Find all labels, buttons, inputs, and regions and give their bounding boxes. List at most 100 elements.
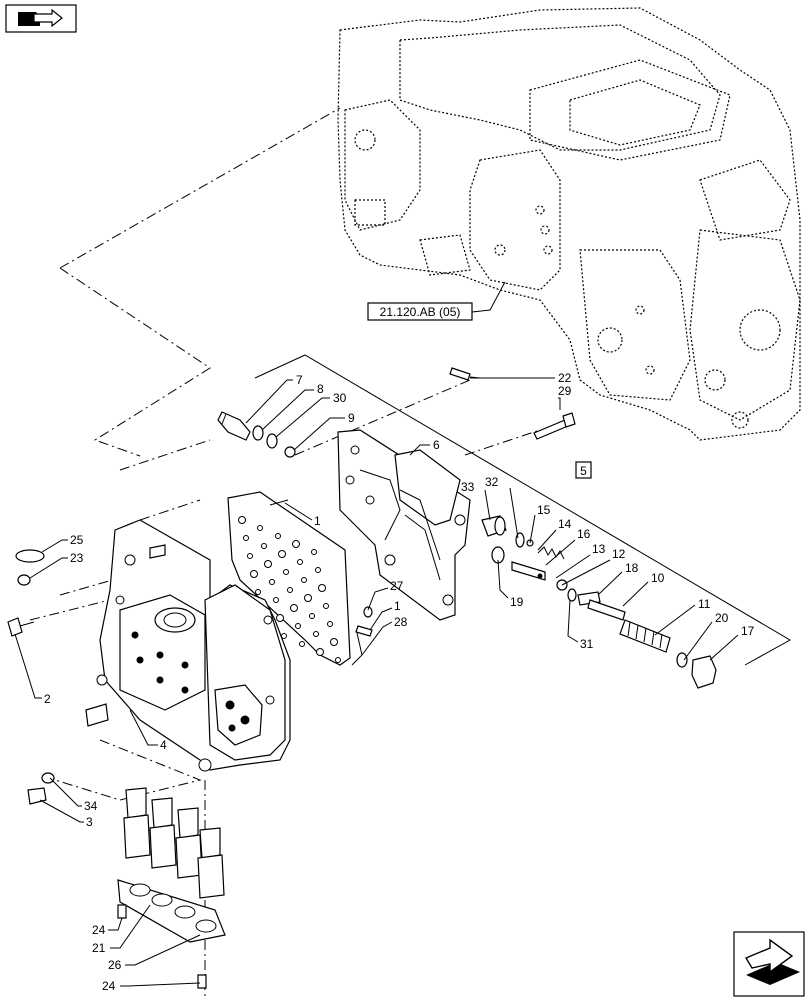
pin-28	[355, 625, 373, 637]
o-ring-8	[252, 425, 264, 441]
callout-3: 3	[86, 815, 93, 829]
callout-23: 23	[70, 551, 84, 565]
callout-14: 14	[558, 517, 572, 531]
gasket-hole	[269, 579, 275, 585]
gasket-hole	[247, 553, 253, 559]
ring-34	[41, 772, 55, 784]
o-ring-25	[15, 549, 45, 563]
gasket-hole	[316, 648, 324, 656]
callout-21: 21	[92, 941, 106, 955]
callout-33: 33	[461, 480, 475, 494]
callout-labels: 7 8 30 9 22 29 6 1 33 32 15 14 16 13 12 …	[44, 371, 755, 993]
leader-lines	[14, 377, 739, 987]
gasket-hole	[273, 597, 279, 603]
callout-19: 19	[510, 595, 524, 609]
callout-27: 27	[390, 579, 404, 593]
callout-16: 16	[577, 527, 591, 541]
spring-11	[619, 619, 671, 653]
gasket-hole	[276, 614, 284, 622]
o-ring-20	[676, 652, 688, 668]
callout-13: 13	[592, 542, 606, 556]
gasket-hole	[292, 540, 300, 548]
callout-29: 29	[558, 384, 572, 398]
gasket-hole	[295, 623, 301, 629]
callout-26: 26	[108, 958, 122, 972]
gasket-hole	[257, 525, 263, 531]
gasket-hole	[255, 589, 261, 595]
bolt-29	[533, 412, 576, 440]
callout-4: 4	[160, 738, 167, 752]
callout-1-pin: 1	[394, 599, 401, 613]
next-page-arrow-icon[interactable]	[733, 931, 805, 997]
callout-1-gasket: 1	[314, 514, 321, 528]
gasket-hole	[275, 533, 281, 539]
screw-24-top	[117, 904, 127, 919]
housing-reference[interactable]: 21.120.AB (05)	[367, 281, 506, 321]
gasket-hole	[250, 570, 258, 578]
gasket-hole	[309, 613, 315, 619]
gasket-hole	[315, 567, 321, 573]
callout-22: 22	[558, 371, 572, 385]
callout-24-top: 24	[92, 923, 106, 937]
spring-16	[537, 546, 565, 560]
valve-13	[511, 561, 546, 581]
callout-6: 6	[433, 438, 440, 452]
plug-7	[217, 411, 251, 441]
book-arrow-icon[interactable]	[5, 4, 77, 33]
plug-3	[27, 787, 47, 805]
callout-25: 25	[70, 533, 84, 547]
gasket-hole	[264, 560, 272, 568]
mounting-plate-21	[117, 879, 226, 943]
callout-11: 11	[698, 597, 711, 611]
callout-17: 17	[741, 624, 755, 638]
gasket-hole	[311, 549, 317, 555]
gasket-hole	[323, 603, 329, 609]
gasket-hole	[327, 621, 333, 627]
gasket-hole	[299, 641, 305, 647]
solenoid-valves	[123, 787, 225, 899]
valve-body-plate	[337, 429, 471, 621]
callout-7: 7	[296, 373, 303, 387]
plug-17	[691, 655, 717, 689]
connector-4	[85, 703, 109, 727]
transmission-housing	[337, 7, 801, 441]
assembly-bracket: 5	[254, 354, 792, 666]
screw-24-bottom	[197, 974, 207, 989]
gasket-hole	[304, 594, 312, 602]
gasket-hole	[330, 638, 338, 646]
callout-18: 18	[625, 561, 639, 575]
gasket-hole	[301, 577, 307, 583]
spool-10	[587, 599, 626, 621]
plug-23	[17, 574, 31, 586]
screw-2	[7, 617, 35, 637]
gasket-hole	[238, 516, 246, 524]
callout-30: 30	[333, 391, 347, 405]
ball-9	[284, 446, 296, 458]
gasket-hole	[313, 631, 319, 637]
gasket-hole	[318, 584, 326, 592]
callout-28: 28	[394, 615, 408, 629]
callout-10: 10	[651, 571, 665, 585]
assembly-reference-label: 5	[580, 464, 587, 478]
callout-2: 2	[44, 692, 51, 706]
callout-15: 15	[537, 503, 551, 517]
gasket-hole	[243, 535, 249, 541]
control-valve-housing	[96, 519, 291, 772]
callout-34: 34	[84, 799, 98, 813]
gasket-hole	[297, 559, 303, 565]
callout-24-bottom: 24	[102, 979, 116, 993]
callout-12: 12	[612, 547, 626, 561]
o-ring-30	[266, 433, 278, 449]
gasket-hole	[261, 543, 267, 549]
gasket-hole	[283, 569, 289, 575]
callout-20: 20	[715, 611, 729, 625]
o-ring-31	[567, 588, 577, 602]
spool-33	[481, 515, 507, 537]
callout-8: 8	[317, 382, 324, 396]
gasket-hole	[278, 550, 286, 558]
callout-9: 9	[348, 411, 355, 425]
callout-32: 32	[485, 475, 499, 489]
gasket-hole	[335, 657, 341, 663]
callout-31: 31	[580, 637, 594, 651]
